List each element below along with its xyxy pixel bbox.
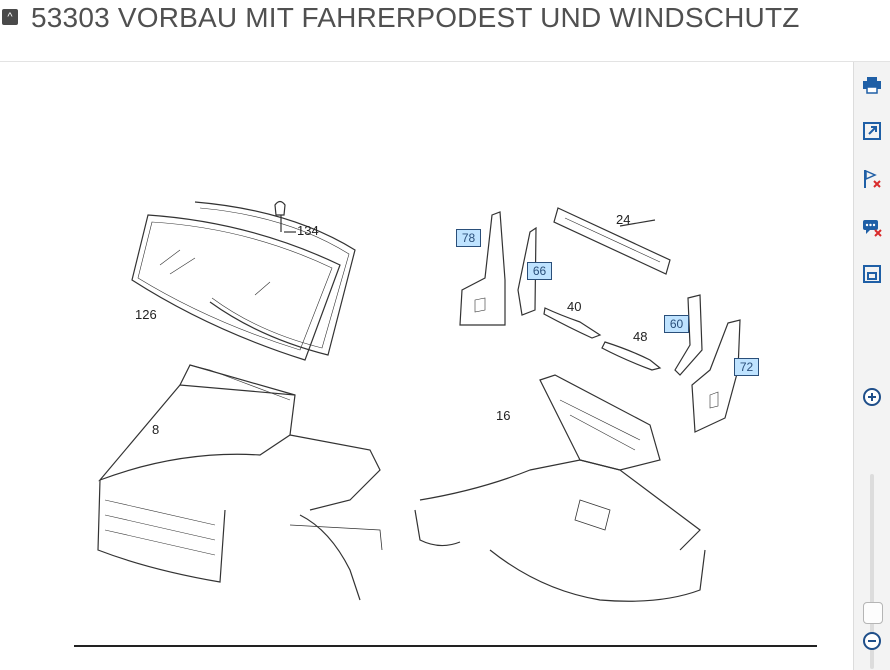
print-icon[interactable] bbox=[859, 72, 885, 98]
part-label: 24 bbox=[616, 212, 631, 227]
clip-part bbox=[274, 200, 296, 233]
page-title: 53303 VORBAU MIT FAHRERPODEST UND WINDSC… bbox=[31, 2, 800, 33]
header-divider bbox=[0, 61, 890, 62]
right-toolbar bbox=[853, 62, 890, 670]
part-label: 134 bbox=[297, 223, 319, 238]
hotspot-66[interactable]: 66 bbox=[527, 262, 552, 280]
chat-remove-icon[interactable] bbox=[859, 214, 885, 240]
zoom-in-icon[interactable] bbox=[859, 384, 885, 410]
part-label: 16 bbox=[496, 408, 511, 423]
diagram-bottom-divider bbox=[74, 645, 817, 647]
part-label: 8 bbox=[152, 422, 160, 437]
hotspot-78[interactable]: 78 bbox=[456, 229, 481, 247]
cowl-panel bbox=[553, 207, 671, 275]
flag-remove-icon[interactable] bbox=[859, 166, 885, 192]
cab-assembly bbox=[97, 364, 383, 601]
hotspot-60[interactable]: 60 bbox=[664, 315, 689, 333]
cab-floor-structure bbox=[414, 374, 706, 602]
zoom-slider-track[interactable] bbox=[870, 474, 874, 669]
zoom-out-icon[interactable] bbox=[859, 628, 885, 654]
hotspot-72[interactable]: 72 bbox=[734, 358, 759, 376]
strut-48 bbox=[601, 341, 662, 371]
pillar-60 bbox=[674, 294, 703, 376]
header-bar: ^ 53303 VORBAU MIT FAHRERPODEST UND WIND… bbox=[0, 0, 890, 46]
part-label: 48 bbox=[633, 329, 648, 344]
part-label: 126 bbox=[135, 307, 157, 322]
part-label: 40 bbox=[567, 299, 582, 314]
open-external-icon[interactable] bbox=[859, 118, 885, 144]
strut-40 bbox=[543, 307, 602, 339]
pillar-78 bbox=[459, 211, 506, 326]
pillar-72 bbox=[691, 319, 741, 433]
parts-diagram bbox=[97, 200, 741, 602]
windshield-glass bbox=[131, 214, 341, 361]
zoom-slider-handle[interactable] bbox=[863, 602, 883, 624]
pillar-66 bbox=[517, 226, 537, 316]
chevron-up-icon[interactable]: ^ bbox=[2, 9, 18, 25]
fit-window-icon[interactable] bbox=[859, 261, 885, 287]
windshield-seal bbox=[194, 201, 356, 356]
